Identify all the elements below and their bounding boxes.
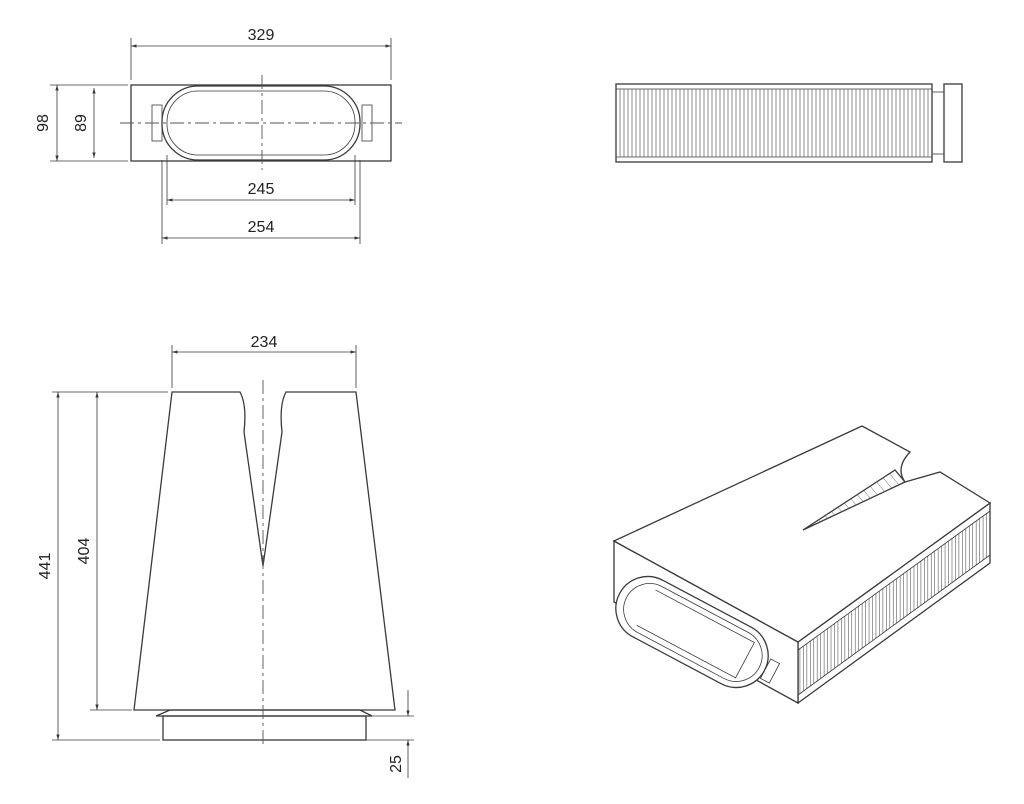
dim-234-label: 234 <box>251 334 278 351</box>
rib-line <box>844 502 850 509</box>
front-view: 234 441 404 25 <box>37 334 414 778</box>
dim-254-label: 254 <box>248 219 275 236</box>
rib-line <box>812 523 814 526</box>
iso-side-ribs <box>799 513 987 694</box>
iso-oval-interior <box>636 589 755 679</box>
iso-v-notch <box>802 469 907 531</box>
dim-98-label: 98 <box>35 114 52 132</box>
rib-line <box>824 515 828 519</box>
dim-329-label: 329 <box>248 27 275 44</box>
side-view <box>615 83 963 163</box>
rib-line <box>889 473 900 486</box>
dim-25-label: 25 <box>388 755 405 773</box>
dim-89-label: 89 <box>73 114 90 132</box>
rib-line <box>837 507 842 512</box>
dim-441-label: 441 <box>37 553 54 580</box>
side-view-end-cap <box>943 83 963 163</box>
rib-line <box>818 519 821 523</box>
dim-404-label: 404 <box>76 538 93 565</box>
rib-line <box>857 494 864 502</box>
iso-collar-tab <box>759 658 781 684</box>
isometric-view <box>612 425 992 705</box>
rib-line <box>876 481 885 492</box>
iso-side-rail-top <box>797 510 991 651</box>
iso-oval-inner <box>623 583 763 682</box>
iso-oval-collar <box>615 575 769 689</box>
side-view-ribs <box>619 89 929 157</box>
side-view-body <box>615 83 933 163</box>
rib-line <box>882 477 892 489</box>
front-view-base <box>162 715 367 741</box>
rib-line <box>869 486 878 496</box>
top-view-oval-outer <box>161 85 361 161</box>
rib-line <box>863 490 871 499</box>
rib-line <box>831 511 835 516</box>
dim-245-label: 245 <box>248 181 275 198</box>
iso-side-rail-bottom <box>797 554 991 696</box>
front-view-body <box>133 391 396 711</box>
side-view-flange <box>931 91 945 155</box>
iso-notch-ribs <box>812 473 900 526</box>
top-view: 329 98 89 245 254 <box>35 27 402 244</box>
front-view-base-flange <box>155 709 373 717</box>
rib-line <box>850 498 857 506</box>
